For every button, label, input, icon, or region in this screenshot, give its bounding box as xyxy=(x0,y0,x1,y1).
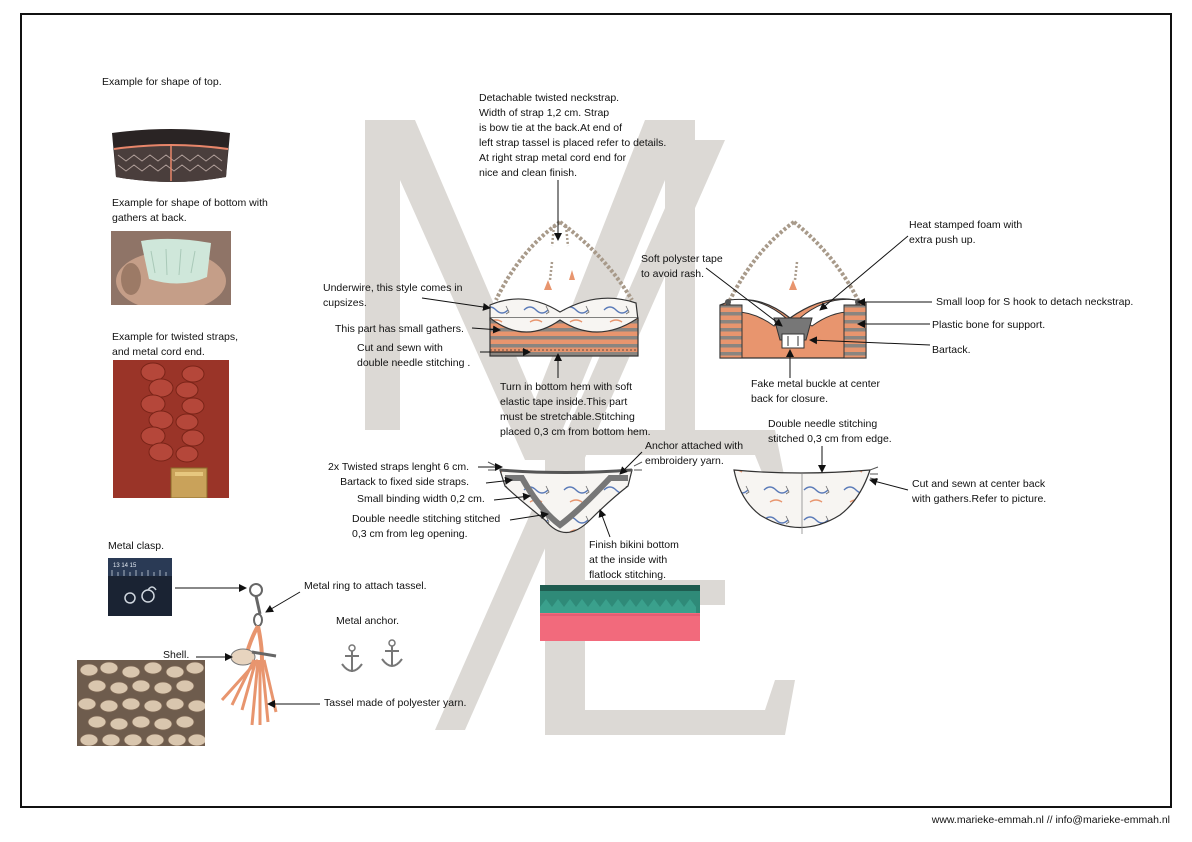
photo-shells xyxy=(77,660,205,746)
label-double-needle-leg: Double needle stitching stitched 0,3 cm … xyxy=(352,513,501,540)
label-small-binding: Small binding width 0,2 cm. xyxy=(357,493,485,505)
label-double-needle-edge: Double needle stitching stitched 0,3 cm … xyxy=(768,418,892,445)
label-small-gathers: This part has small gathers. xyxy=(335,323,464,335)
photo-flatlock-finish xyxy=(540,585,700,641)
label-cut-sewn-double: Cut and sewn with double needle stitchin… xyxy=(357,342,471,369)
photo-example-straps xyxy=(113,360,229,498)
label-anchor-attached: Anchor attached with embroidery yarn. xyxy=(645,440,744,467)
label-turn-in-hem: Turn in bottom hem with soft elastic tap… xyxy=(500,381,651,438)
photo-example-bottom xyxy=(111,231,231,305)
label-plastic-bone: Plastic bone for support. xyxy=(932,319,1046,331)
bikini-bottom-back-drawing xyxy=(733,466,879,534)
label-finish-inside: Finish bikini bottom at the inside with … xyxy=(589,539,679,581)
bikini-bottom-front-drawing xyxy=(487,461,643,534)
monogram-watermark xyxy=(365,120,795,735)
anchor-icon xyxy=(341,639,403,672)
bikini-top-back-drawing xyxy=(719,220,867,359)
tassel-drawing xyxy=(220,583,278,726)
footer-contact: www.marieke-emmah.nl // info@marieke-emm… xyxy=(931,814,1170,826)
label-twisted-straps: 2x Twisted straps lenght 6 cm. Bartack t… xyxy=(328,461,470,488)
label-heat-foam: Heat stamped foam with extra push up. xyxy=(909,219,1023,246)
ruler-numbers: 13 14 15 xyxy=(113,563,137,569)
callout-arrows xyxy=(175,180,932,708)
label-example-top: Example for shape of top. xyxy=(102,76,222,88)
photo-metal-clasp: 13 14 15 xyxy=(108,558,172,616)
label-bartack: Bartack. xyxy=(932,344,971,356)
label-metal-ring: Metal ring to attach tassel. xyxy=(304,580,427,592)
label-metal-anchor: Metal anchor. xyxy=(336,615,400,627)
label-example-bottom: Example for shape of bottom with gathers… xyxy=(112,197,268,224)
label-soft-tape: Soft polyster tape to avoid rash. xyxy=(641,253,723,280)
label-tassel: Tassel made of polyester yarn. xyxy=(324,697,467,709)
photo-example-top xyxy=(108,127,234,185)
label-metal-clasp: Metal clasp. xyxy=(108,540,165,552)
label-fake-buckle: Fake metal buckle at center back for clo… xyxy=(751,378,880,405)
bikini-top-front-drawing xyxy=(489,220,639,357)
label-small-loop: Small loop for S hook to detach neckstra… xyxy=(936,296,1134,308)
label-cut-sewn-center: Cut and sewn at center back with gathers… xyxy=(912,478,1047,505)
label-shell: Shell. xyxy=(163,649,190,661)
label-example-straps: Example for twisted straps, and metal co… xyxy=(112,331,239,358)
label-neckstrap: Detachable twisted neckstrap. Width of s… xyxy=(479,92,667,179)
label-underwire: Underwire, this style comes in cupsizes. xyxy=(323,282,463,309)
